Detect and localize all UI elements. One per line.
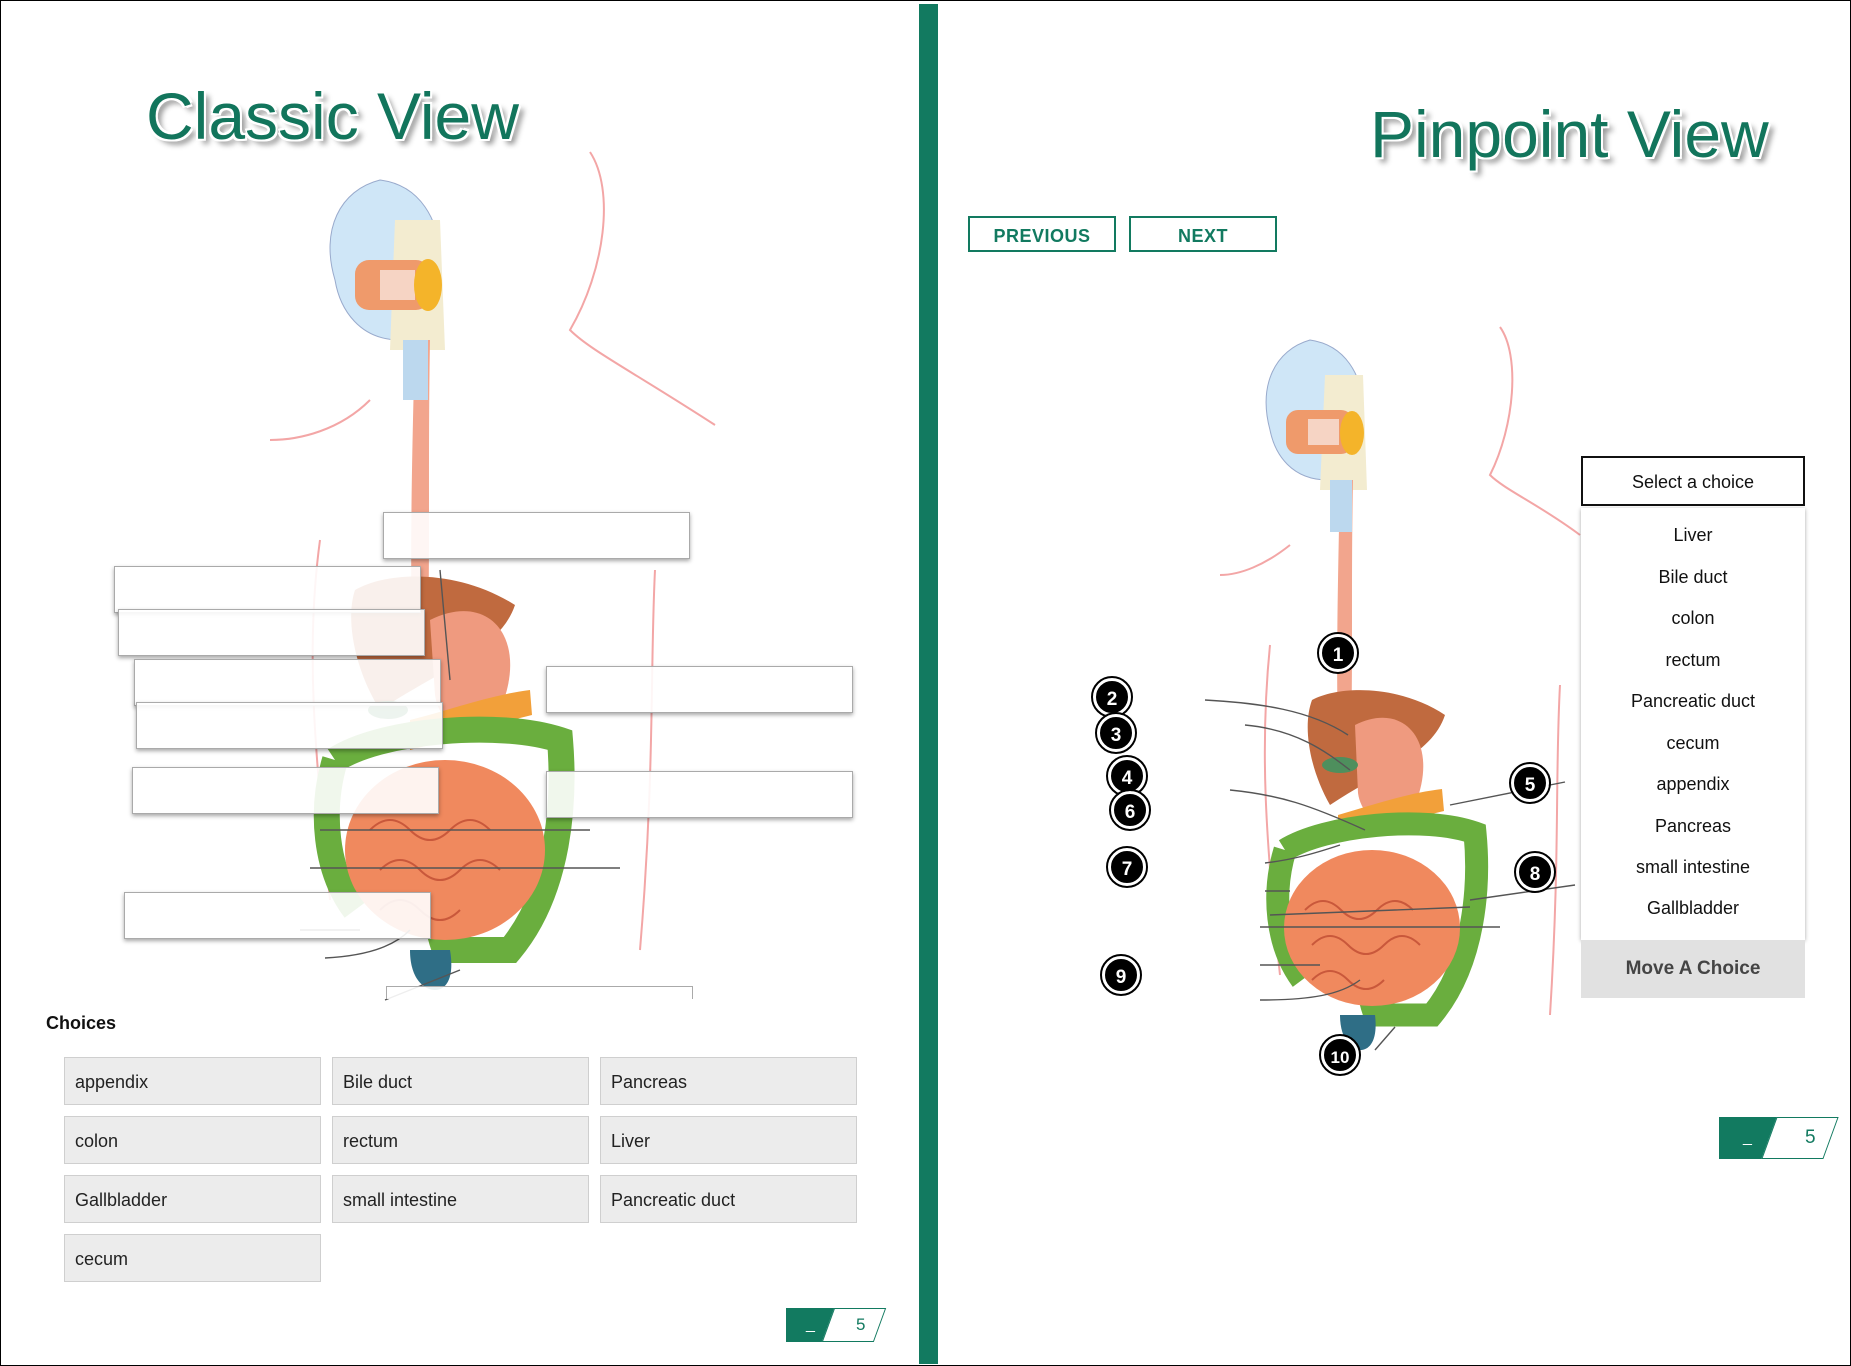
choice-chip[interactable]: Liver	[600, 1116, 857, 1164]
drop-zone-6[interactable]	[546, 666, 853, 713]
choice-chip[interactable]: cecum	[64, 1234, 321, 1282]
hotspot-marker-2[interactable]: 2	[1091, 676, 1133, 718]
hotspot-marker-4[interactable]: 4	[1106, 755, 1148, 797]
drop-zone-7[interactable]	[132, 767, 439, 814]
choice-option[interactable]: cecum	[1666, 733, 1720, 753]
drop-zone-3[interactable]	[118, 609, 425, 656]
choice-option[interactable]: colon	[1671, 608, 1715, 628]
choice-chip[interactable]: Bile duct	[332, 1057, 589, 1105]
drop-zone-8[interactable]	[546, 771, 853, 818]
move-a-choice-button[interactable]: Move A Choice	[1581, 940, 1805, 998]
choice-option[interactable]: Bile duct	[1658, 567, 1728, 587]
pager-total: 5	[856, 1315, 866, 1334]
choice-chip[interactable]: appendix	[64, 1057, 321, 1105]
choice-option[interactable]: rectum	[1665, 650, 1721, 670]
choice-option[interactable]: Pancreatic duct	[1630, 691, 1756, 711]
choice-chip[interactable]: small intestine	[332, 1175, 589, 1223]
drop-zone-1[interactable]	[383, 512, 690, 559]
classic-view-title: Classic View	[146, 79, 519, 153]
pinpoint-view-title: Pinpoint View	[1370, 97, 1769, 171]
drop-zone-9[interactable]	[124, 892, 431, 939]
hotspot-marker-6[interactable]: 6	[1109, 789, 1151, 831]
hotspot-marker-8[interactable]: 8	[1514, 851, 1556, 893]
previous-button[interactable]: PREVIOUS	[968, 216, 1116, 252]
choice-option[interactable]: Pancreas	[1654, 816, 1732, 836]
drop-zone-5[interactable]	[136, 702, 443, 749]
choice-chip[interactable]: Gallbladder	[64, 1175, 321, 1223]
choice-option[interactable]: Liver	[1673, 525, 1713, 545]
hotspot-marker-7[interactable]: 7	[1106, 846, 1148, 888]
choice-option[interactable]: appendix	[1656, 774, 1730, 794]
choice-chip[interactable]: rectum	[332, 1116, 589, 1164]
choice-chip[interactable]: Pancreatic duct	[600, 1175, 857, 1223]
view-divider	[919, 4, 938, 1364]
choice-option[interactable]: small intestine	[1635, 857, 1751, 877]
pager-total-box	[821, 1308, 887, 1342]
choices-heading: Choices	[46, 1013, 117, 1033]
drop-zone-4[interactable]	[134, 659, 441, 706]
hotspot-marker-5[interactable]: 5	[1509, 762, 1551, 804]
pinpoint-question-pager[interactable]: _ 5	[1719, 1117, 1839, 1159]
choice-dropdown-list: Liver Bile duct colon rectum Pancreatic …	[1581, 508, 1805, 940]
choice-chip[interactable]: colon	[64, 1116, 321, 1164]
hotspot-marker-9[interactable]: 9	[1100, 954, 1142, 996]
choice-option[interactable]: Gallbladder	[1646, 898, 1740, 918]
classic-question-pager[interactable]: _ 5	[786, 1308, 887, 1342]
drop-zone-2[interactable]	[114, 566, 421, 613]
next-button[interactable]: NEXT	[1129, 216, 1277, 252]
hotspot-marker-10[interactable]: 10	[1319, 1034, 1361, 1076]
hotspot-marker-3[interactable]: 3	[1095, 712, 1137, 754]
hotspot-marker-1[interactable]: 1	[1317, 632, 1359, 674]
choice-chip[interactable]: Pancreas	[600, 1057, 857, 1105]
drop-zone-10[interactable]	[386, 986, 693, 999]
pager-total: 5	[1805, 1127, 1816, 1148]
choice-select[interactable]: Select a choice	[1581, 456, 1805, 506]
pinpoint-digestive-diagram	[1204, 326, 1581, 1051]
